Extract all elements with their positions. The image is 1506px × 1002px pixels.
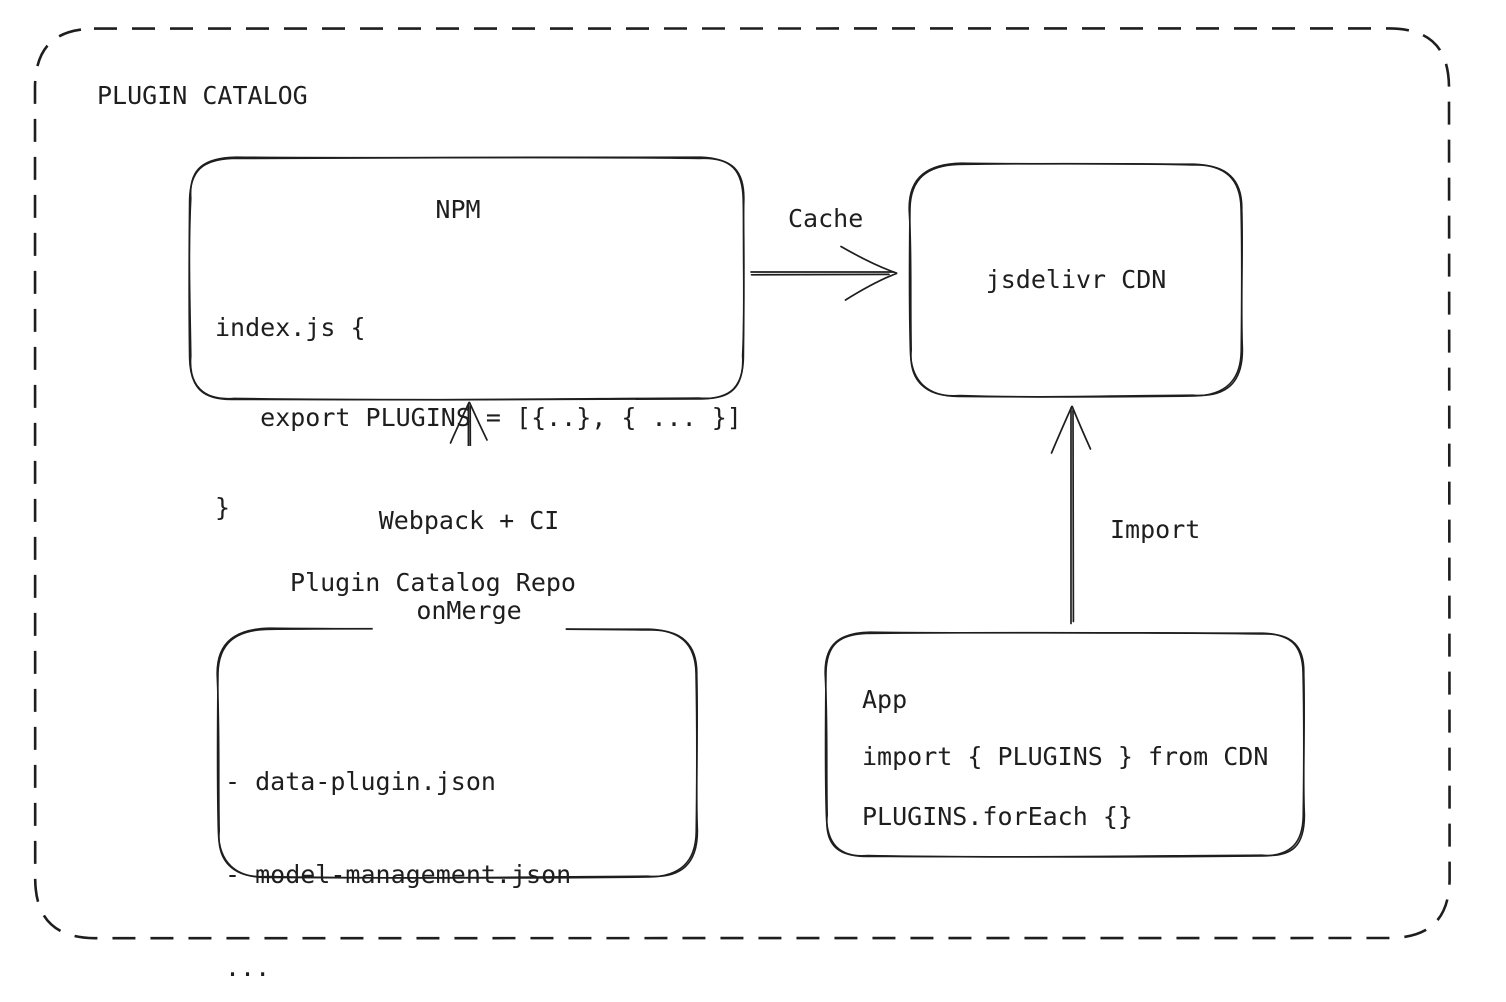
npm-node-title: NPM bbox=[435, 195, 481, 224]
import-edge-label: Import bbox=[1110, 515, 1201, 544]
repo-node-label: Plugin Catalog Repo bbox=[290, 568, 576, 597]
catalog-boundary-outline bbox=[33, 27, 1451, 940]
repo-file-list: - data-plugin.json - model-management.js… bbox=[225, 704, 571, 1002]
repo-file-item: - data-plugin.json bbox=[225, 767, 496, 796]
app-code-line: PLUGINS.forEach {} bbox=[862, 802, 1133, 831]
npm-code-line: } bbox=[215, 493, 231, 522]
diagram-title: PLUGIN CATALOG bbox=[97, 81, 308, 110]
import-arrow bbox=[1050, 405, 1092, 625]
build-edge-label: Webpack + CI onMerge bbox=[372, 446, 566, 686]
npm-node-outline bbox=[188, 156, 745, 401]
npm-code-block: index.js { export PLUGINS = [{..}, { ...… bbox=[215, 253, 742, 583]
cdn-node-label: jsdelivr CDN bbox=[985, 265, 1167, 294]
cache-arrow bbox=[750, 245, 898, 301]
repo-file-item: ... bbox=[225, 953, 271, 982]
app-node-outline bbox=[824, 631, 1306, 858]
npm-code-line: export PLUGINS = [{..}, { ... }] bbox=[215, 403, 742, 432]
app-node-title: App bbox=[862, 685, 908, 714]
repo-node-outline bbox=[216, 627, 699, 879]
npm-code-line: index.js { bbox=[215, 313, 366, 342]
repo-file-item: - model-management.json bbox=[225, 860, 572, 889]
cache-edge-label: Cache bbox=[788, 204, 864, 233]
app-code-line: import { PLUGINS } from CDN bbox=[862, 742, 1269, 771]
cdn-node-outline bbox=[908, 162, 1244, 398]
build-edge-label-line: onMerge bbox=[416, 596, 522, 625]
build-edge-label-line: Webpack + CI bbox=[378, 506, 560, 535]
